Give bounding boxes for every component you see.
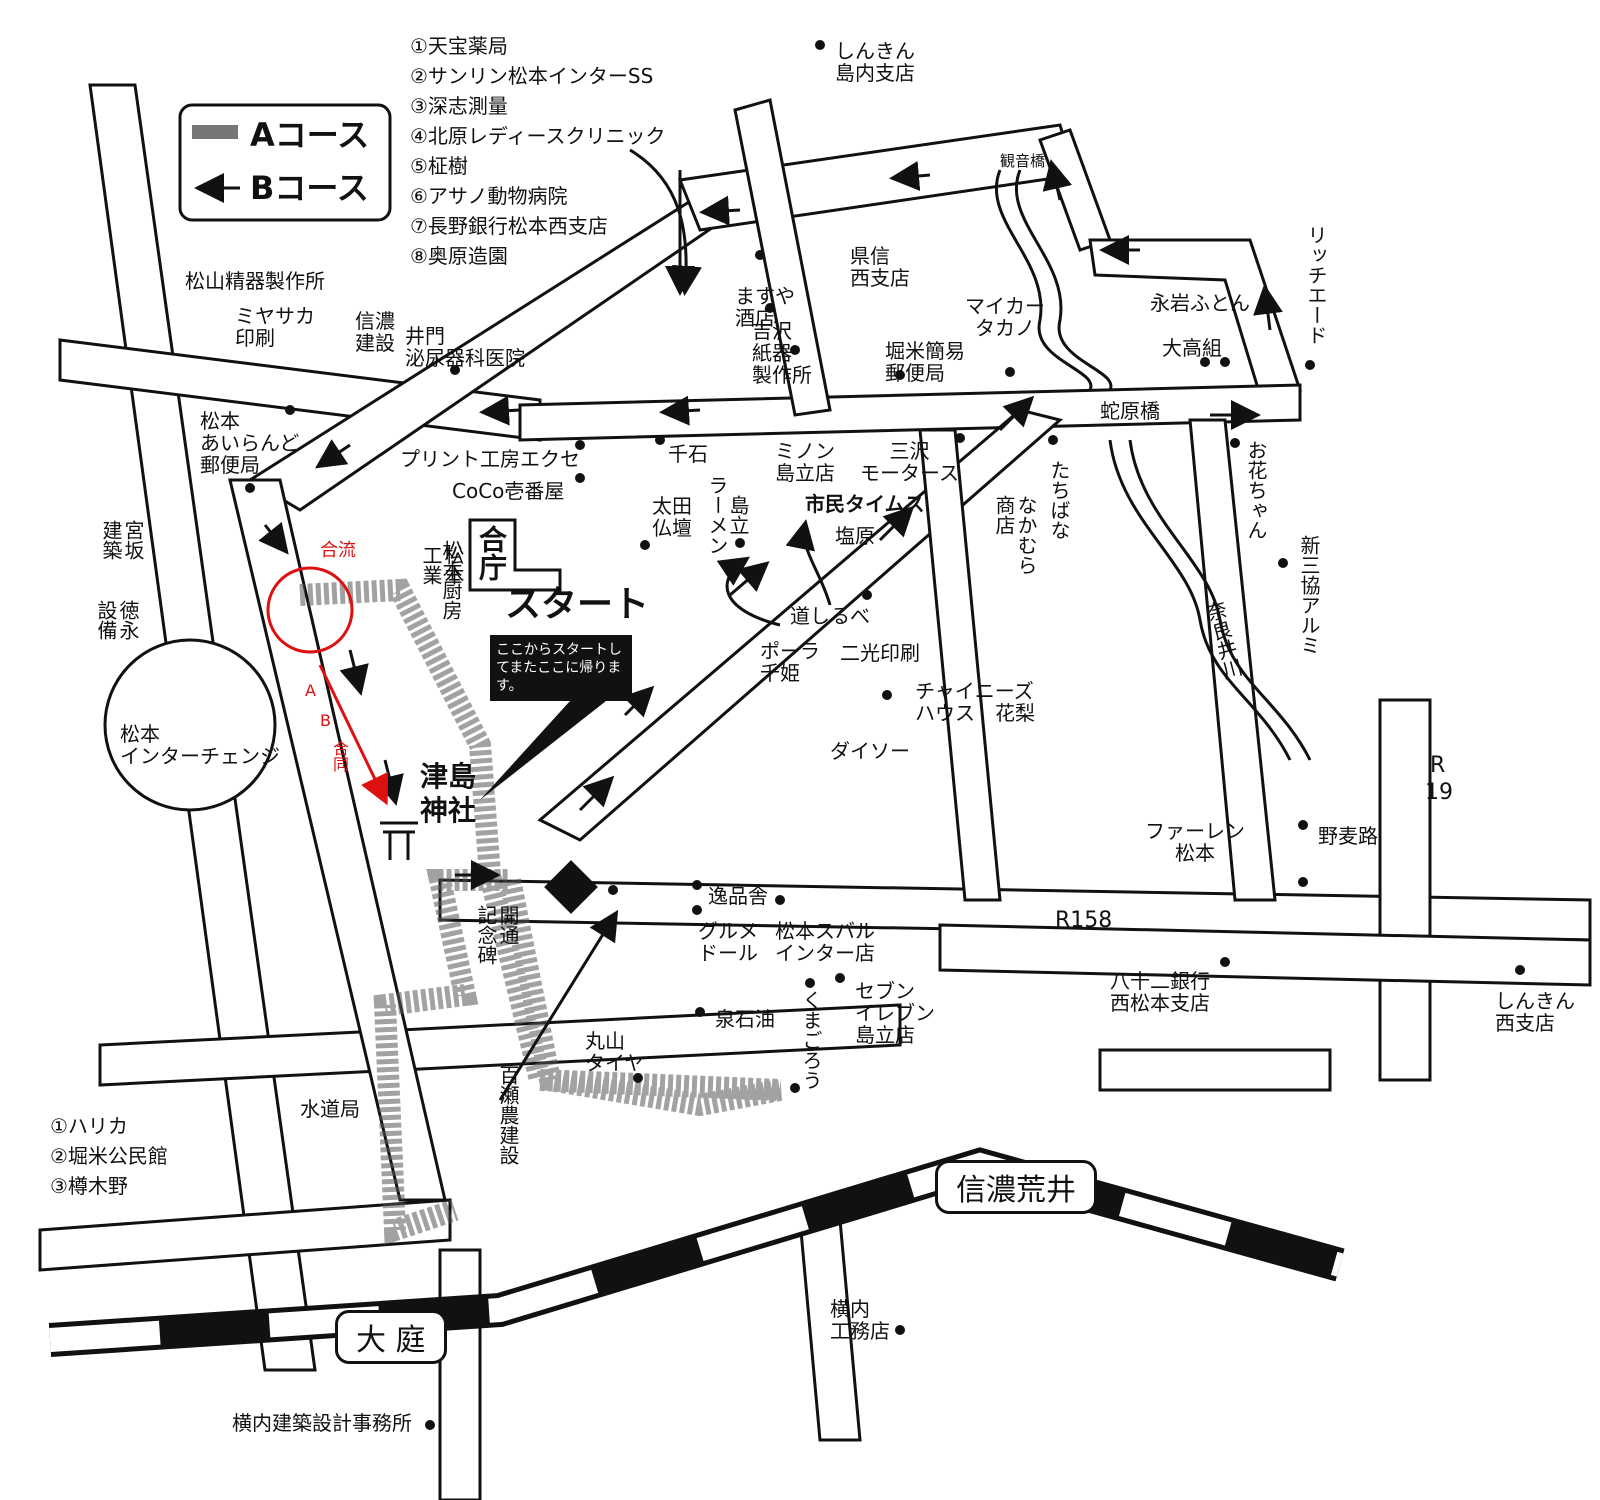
legend-b-label: Bコース [250,169,369,207]
roads [38,83,1592,1500]
list-item: ③樽木野 [50,1174,128,1198]
label-ippin: 逸品舎 [708,884,768,908]
label-shiobara: 塩原 [835,524,875,548]
label-ootaka: 大高組 [1162,336,1222,360]
label-maruyama: 丸山 タイヤ [585,1029,645,1075]
label-shinkin-nishi: しんきん 西支店 [1495,989,1575,1035]
label-subaru: 松本スバル インター店 [775,919,875,965]
label-michishirube: 道しるべ [790,604,870,628]
railway [48,1147,1345,1357]
course-route [299,578,783,1246]
label-print-koubou: プリント工房エクセ [400,447,580,471]
station-oniwa: 大 庭 [335,1310,447,1364]
label-momose: 百瀬農建設 [496,1065,520,1165]
label-jabarabashi: 蛇原橋 [1100,399,1160,423]
label-chigoku: 千石 [668,442,708,466]
label-matsumoto-chubou: 松本厨房 [439,540,463,620]
label-ic: 松本 インターチェンジ [120,722,280,768]
list-item: ②サンリン松本インターSS [410,64,654,88]
label-daiso: ダイソー [830,739,910,763]
list-item: ③深志測量 [410,94,508,118]
top-numbered-list: ①天宝薬局 ②サンリン松本インターSS ③深志測量 ④北原レディースクリニック … [410,35,666,267]
label-minon: ミノン 島立店 [775,439,835,485]
label-ota: 太田 仏壇 [652,494,692,540]
label-tokunaga: 徳永 設備 [94,600,140,640]
label-imon: 井門 泌尿器科医院 [405,324,525,370]
label-matsumoto-kousha: 松本 工業 [419,545,465,585]
label-matsumoto-airando: 松本 あいらんど 郵便局 [200,409,300,477]
list-item: ⑦長野銀行松本西支店 [410,214,608,238]
label-coco: CoCo壱番屋 [452,479,565,503]
course-letter-b: B [320,711,331,730]
station-shinano-arai: 信濃荒井 [935,1160,1097,1214]
label-shinsan: 新三協アルミ [1297,535,1321,655]
label-matsuyama: 松山精器製作所 [185,269,325,293]
label-chinese: チャイニーズ ハウス 花梨 [915,679,1035,725]
list-item: ⑤柾樹 [410,154,468,178]
label-goucho: 合庁 [475,525,508,581]
label-shimin-times: 市民タイムス [805,492,925,516]
label-seven: セブン イレブン 島立店 [855,979,935,1047]
label-shinano-kensetsu: 信濃 建設 [355,309,395,355]
label-nagaiwa: 永岩ふとん [1150,291,1250,315]
label-ramen: ラーメン [705,475,729,555]
label-miyasaka-ken: 宮坂 建築 [99,520,145,560]
list-item: ①天宝薬局 [410,34,508,58]
label-kanonbashi: 観音橋 [1000,152,1046,170]
label-suido: 水道局 [300,1097,360,1121]
torii-icon [380,821,418,860]
merge-circle [266,566,354,654]
list-item: ①ハリカ [50,1114,128,1138]
label-tachibana: たちばな [1047,460,1071,540]
label-nakamura: なかむら 商店 [992,495,1038,575]
start-pointer [480,690,620,800]
list-item: ④北原レディースクリニック [410,124,666,148]
merge-text: 合同 [330,740,349,772]
label-kaitsu: 開通 記念碑 [474,905,520,965]
route-r19-r: R [1430,753,1446,778]
label-horigome-post: 堀米簡易 郵便局 [885,339,965,385]
label-tsushima: 津島 神社 [420,760,477,827]
list-item: ②堀米公民館 [50,1144,168,1168]
label-shimadachi: 島立 [726,495,750,535]
label-shinkin-shimauchi: しんきん 島内支店 [835,39,915,85]
route-r19-n: 19 [1425,780,1453,805]
legend-a-label: Aコース [250,116,370,154]
label-sennishi: 泉石油 [715,1007,775,1031]
label-ritchi-ed: リッチエード [1304,225,1328,345]
label-ohanachan: お花ちゃん [1244,440,1268,540]
label-gourmet: グルメ ドール [698,919,758,965]
label-farren: ファーレン 松本 [1145,819,1245,865]
bottom-numbered-list: ①ハリカ ②堀米公民館 ③樽木野 [50,1115,168,1197]
label-kenshin: 県信 西支店 [850,244,910,290]
goucho-box [468,518,562,592]
label-nomugi: 野麦路 [1318,824,1378,848]
label-mycar: マイカー タカノ [965,294,1045,340]
label-miyasaka-print: ミヤサカ 印刷 [235,304,315,350]
course-letter-a: A [305,681,316,700]
label-hachijuni: 八十二銀行 西松本支店 [1110,969,1210,1015]
label-masuya: ますや 酒店 [735,284,795,330]
narai-river [994,169,1312,761]
label-nikko: 二光印刷 [840,641,920,665]
label-misawa: 三沢 モータース [860,439,959,485]
route-r158: R158 [1055,908,1113,933]
label-yokouchi-kenchiku: 横内建築設計事務所 [232,1411,412,1435]
label-kumagoro: くまごろう [799,990,823,1090]
start-title: スタート [505,584,650,625]
poi-dots [245,40,1525,1430]
direction-arrows [258,148,1283,1101]
label-pola: ポーラ 千姫 [760,639,820,685]
start-note: ここからスタートしてまたここに帰ります。 [490,635,632,701]
list-item: ⑥アサノ動物病院 [410,184,568,208]
label-yokouchi-koumu: 横内 工務店 [830,1297,890,1343]
list-item: ⑧奥原造園 [410,244,508,268]
merge-label: 合流 [320,540,356,561]
label-yoshizawa: 吉沢 紙器 製作所 [752,319,812,387]
